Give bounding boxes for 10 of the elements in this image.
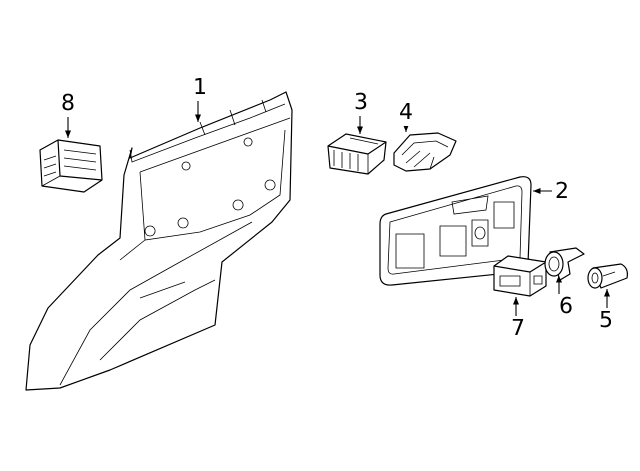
leader-arrow <box>194 101 202 122</box>
leader-arrow <box>402 124 410 132</box>
leader-arrow <box>64 117 72 138</box>
leader-arrow <box>556 275 562 294</box>
leader-arrow <box>604 289 610 308</box>
bracket-drawing <box>392 132 458 173</box>
leader-arrow <box>512 297 520 316</box>
leader-arrow <box>533 188 552 194</box>
trim-bezel-drawing <box>378 174 534 288</box>
leader-arrow <box>356 116 364 134</box>
